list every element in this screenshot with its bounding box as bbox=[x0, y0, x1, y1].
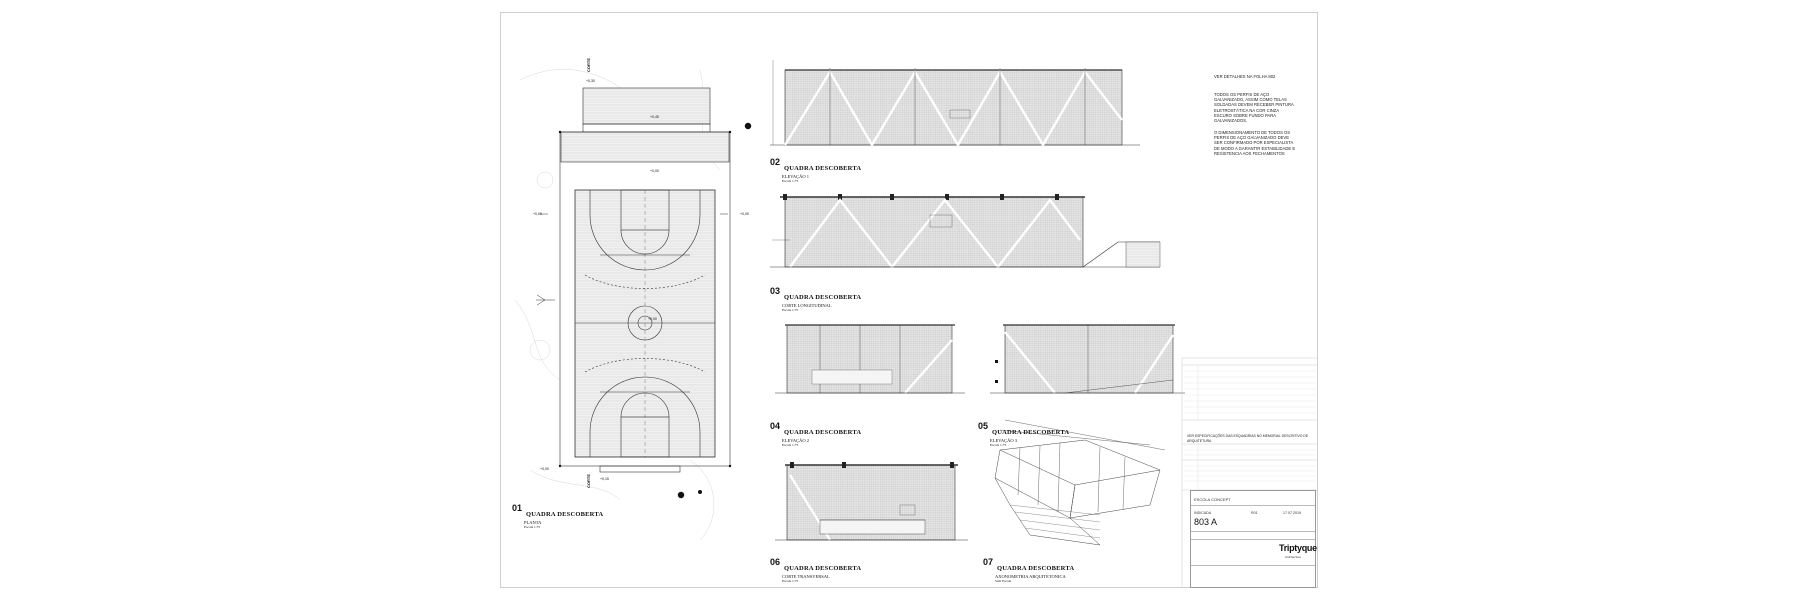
svg-text:+0,00: +0,00 bbox=[650, 169, 659, 173]
label-drawing-07: 07 QUADRA DESCOBERTA AXONOMETRIA ARQUITE… bbox=[983, 557, 1074, 583]
elevation-3-drawing bbox=[990, 324, 1185, 394]
elevation-2-drawing bbox=[775, 324, 965, 394]
label-subtitle: PLANTA bbox=[524, 520, 542, 525]
note-line: GALVANIZADO, ASSIM COMO TELAS bbox=[1214, 97, 1287, 103]
label-drawing-02: 02 QUADRA DESCOBERTA ELEVAÇÃO 1 Escala 1… bbox=[770, 157, 861, 183]
note-line: SOLDADAS DEVEM RECEBER PINTURA bbox=[1214, 102, 1294, 108]
date: 17.07.2019 bbox=[1283, 511, 1301, 515]
label-scale: Escala 1:75 bbox=[782, 579, 799, 583]
transversal-section-drawing bbox=[775, 462, 968, 541]
label-subtitle: CORTE LONGITUDINAL bbox=[782, 303, 832, 308]
svg-text:+0,15: +0,15 bbox=[600, 477, 609, 481]
label-drawing-06: 06 QUADRA DESCOBERTA CORTE TRANSVERSAL E… bbox=[770, 557, 861, 583]
label-number: 01 bbox=[512, 503, 523, 513]
label-title: QUADRA DESCOBERTA bbox=[784, 165, 862, 172]
plan-court-drawing: +0,30 +0,45 +0,00 +0,00 +0,00 +0,00 +0,00 +0,… bbox=[514, 58, 752, 541]
label-drawing-04: 04 QUADRA DESCOBERTA ELEVAÇÃO 2 Escala 1… bbox=[770, 421, 861, 447]
svg-text:CORTE: CORTE bbox=[586, 474, 591, 488]
label-subtitle: ELEVAÇÃO 1 bbox=[782, 174, 810, 179]
note-line: SER CONFIRMADO POR ESPECIALISTA bbox=[1214, 140, 1294, 146]
longitudinal-section-drawing bbox=[770, 194, 1161, 269]
label-number: 05 bbox=[978, 421, 989, 431]
axonometry-drawing bbox=[994, 419, 1166, 546]
label-number: 02 bbox=[770, 157, 781, 167]
note-line: DE MODO A GARANTIR ESTABILIDADE E bbox=[1214, 145, 1296, 151]
note-line: TODOS OS PERFIS DE AÇO bbox=[1214, 92, 1270, 97]
label-number: 06 bbox=[770, 557, 781, 567]
note-esquadrias: VER ESPECIFICAÇÕES DAS ESQUADRIAS NO MEM… bbox=[1187, 434, 1309, 444]
note-line: ELETROSTÁTICA NA COR CINZA bbox=[1214, 107, 1280, 113]
scale-value: INDICADA bbox=[1194, 511, 1212, 515]
note-detalhes: VER DETALHES NA FOLHA 802 bbox=[1214, 74, 1276, 79]
label-title: QUADRA DESCOBERTA bbox=[997, 565, 1075, 572]
svg-text:+0,45: +0,45 bbox=[650, 115, 659, 119]
note-dimensionamento: O DIMENSIONAMENTO DE TODOS OS PERFIS DE … bbox=[1214, 130, 1295, 156]
label-number: 07 bbox=[983, 557, 994, 567]
label-scale: Escala 1:75 bbox=[782, 308, 799, 312]
label-subtitle: AXONOMETRIA ARQUITETONICA bbox=[995, 574, 1066, 579]
label-title: QUADRA DESCOBERTA bbox=[526, 511, 604, 518]
note-line: GALVANIZADOS. bbox=[1214, 118, 1248, 124]
svg-text:+0,00: +0,00 bbox=[533, 212, 542, 216]
note-perfis-aco: TODOS OS PERFIS DE AÇO GALVANIZADO, ASSI… bbox=[1214, 92, 1294, 123]
label-drawing-01: 01 QUADRA DESCOBERTA PLANTA Escala 1:75 bbox=[512, 503, 603, 529]
label-scale: Escala 1:75 bbox=[990, 443, 1007, 447]
label-subtitle: CORTE TRANSVERSAL bbox=[782, 574, 830, 579]
note-line: O DIMENSIONAMENTO DE TODOS OS bbox=[1214, 130, 1291, 135]
title-block: ESCOLA CONCEPT INDICADA 803 A R01 17.07.… bbox=[1190, 490, 1317, 588]
note-line: ESCURO SOBRE FUNDO PARA bbox=[1214, 112, 1277, 118]
project-name: ESCOLA CONCEPT bbox=[1194, 497, 1231, 502]
label-title: QUADRA DESCOBERTA bbox=[784, 429, 862, 436]
label-scale: Sem Escala bbox=[995, 579, 1012, 583]
notes-table-lines bbox=[1184, 370, 1316, 482]
firm-logo: Triptyque bbox=[1279, 543, 1317, 553]
label-subtitle: ELEVAÇÃO 2 bbox=[782, 438, 810, 443]
svg-text:+0,00: +0,00 bbox=[540, 467, 549, 471]
label-number: 03 bbox=[770, 286, 781, 296]
label-drawing-03: 03 QUADRA DESCOBERTA CORTE LONGITUDINAL … bbox=[770, 286, 861, 312]
svg-text:+0,00: +0,00 bbox=[648, 317, 657, 321]
note-line: PERFIS DE AÇO GALVANIZADO DEVE bbox=[1214, 135, 1290, 141]
title-block-lines bbox=[1181, 357, 1318, 588]
svg-text:+0,00: +0,00 bbox=[740, 212, 749, 216]
elevation-1-drawing bbox=[770, 60, 1140, 148]
revision: R01 bbox=[1251, 511, 1258, 515]
label-subtitle: ELEVAÇÃO 3 bbox=[990, 438, 1018, 443]
svg-text:CORTE: CORTE bbox=[586, 58, 591, 72]
note-line: RESISTENCIA AOS FECHAMENTOS bbox=[1214, 150, 1285, 156]
label-drawing-05: 05 QUADRA DESCOBERTA ELEVAÇÃO 3 Escala 1… bbox=[978, 421, 1069, 447]
label-title: QUADRA DESCOBERTA bbox=[992, 429, 1070, 436]
label-scale: Escala 1:75 bbox=[782, 179, 799, 183]
label-title: QUADRA DESCOBERTA bbox=[784, 294, 862, 301]
label-scale: Escala 1:75 bbox=[782, 443, 799, 447]
label-number: 04 bbox=[770, 421, 781, 431]
firm-subtitle: Architecture bbox=[1285, 555, 1302, 559]
label-scale: Escala 1:75 bbox=[524, 525, 541, 529]
label-title: QUADRA DESCOBERTA bbox=[784, 565, 862, 572]
sheet-number: 803 A bbox=[1194, 517, 1218, 527]
svg-text:+0,30: +0,30 bbox=[586, 79, 595, 83]
